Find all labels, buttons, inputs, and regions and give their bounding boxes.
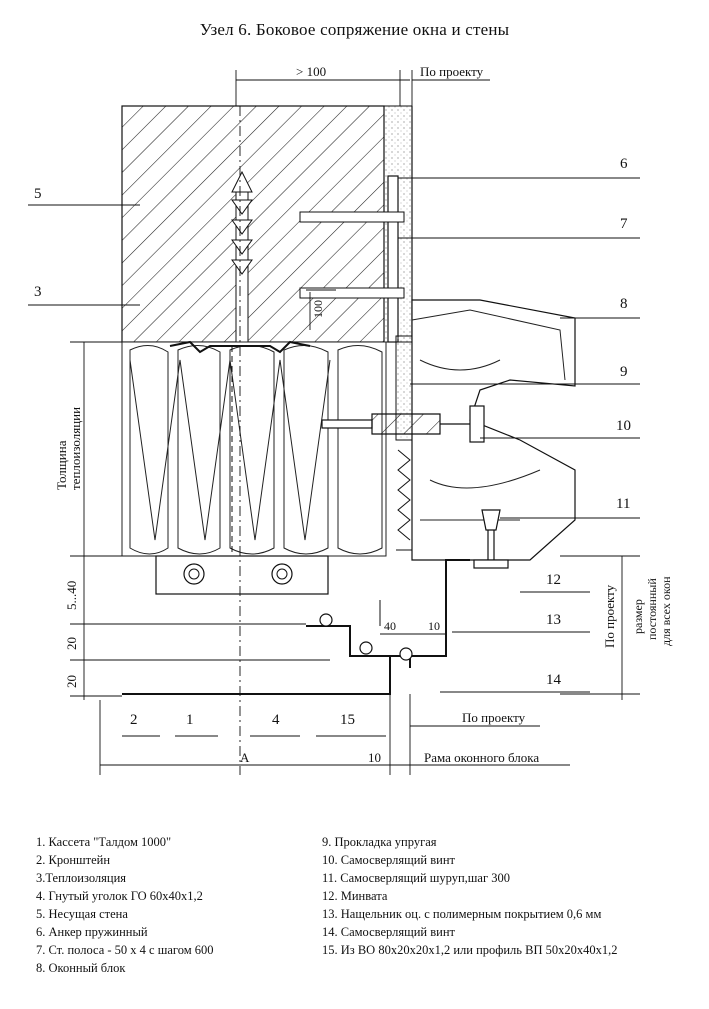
callout-leaders <box>28 177 640 737</box>
legend-item: 13. Нащельник оц. с полимерным покрытием… <box>322 907 602 921</box>
dim-size-1: размер <box>631 599 645 634</box>
callout-1: 1 <box>186 712 194 728</box>
callout-2: 2 <box>130 712 138 728</box>
steel-strip <box>299 175 405 343</box>
dimension-lines <box>70 70 640 775</box>
callout-10: 10 <box>616 418 631 434</box>
callout-9: 9 <box>620 364 628 380</box>
legend-item: 9. Прокладка упругая <box>322 835 437 849</box>
dim-10a: 10 <box>428 619 440 633</box>
dim-5-40: 5...40 <box>64 581 79 610</box>
dim-po-proektu-bottom: По проекту <box>462 710 526 725</box>
dim-gt100: > 100 <box>296 64 326 79</box>
legend-item: 10. Самосверлящий винт <box>322 853 455 867</box>
dim-thickness-1: Толщина <box>54 440 69 490</box>
dim-po-proektu-top: По проекту <box>420 64 484 79</box>
dim-20b: 20 <box>64 675 79 688</box>
legend-item: 2. Кронштейн <box>36 853 111 867</box>
legend-item: 15. Из ВО 80х20х20х1,2 или профиль ВП 50… <box>322 943 618 957</box>
callout-15: 15 <box>340 712 355 728</box>
legend-item: 6. Анкер пружинный <box>36 925 148 939</box>
callout-5: 5 <box>34 186 42 202</box>
bearing-wall <box>121 105 413 343</box>
legend-item: 1. Кассета "Талдом 1000" <box>36 835 172 849</box>
callout-6: 6 <box>620 156 628 172</box>
legend-left: 1. Кассета "Талдом 1000" 2. Кронштейн 3.… <box>36 833 214 977</box>
legend-item: 7. Ст. полоса - 50 х 4 с шагом 600 <box>36 943 214 957</box>
legend-item: 8. Оконный блок <box>36 961 126 975</box>
callout-8: 8 <box>620 296 628 312</box>
self-drilling-screws <box>321 405 509 569</box>
dim-size-2: постоянный <box>645 578 659 640</box>
callout-13: 13 <box>546 612 561 628</box>
drawing-title: Узел 6. Боковое сопряжение окна и стены <box>199 20 510 39</box>
dim-thickness-2: теплоизоляции <box>68 407 83 490</box>
flashing-profile <box>122 559 470 695</box>
thermal-insulation <box>121 341 387 557</box>
callout-12: 12 <box>546 572 561 588</box>
callout-11: 11 <box>616 496 630 512</box>
callout-4: 4 <box>272 712 280 728</box>
dim-po-proektu-right: По проекту <box>602 584 617 648</box>
legend-right: 9. Прокладка упругая 10. Самосверлящий в… <box>322 833 617 959</box>
dim-100: 100 <box>311 300 325 318</box>
legend-item: 12. Минвата <box>322 889 388 903</box>
dim-20a: 20 <box>64 637 79 650</box>
legend-item: 5. Несущая стена <box>36 907 128 921</box>
technical-drawing: > 100 По проекту Толщина теплоизоляции 5… <box>28 64 673 775</box>
callout-3: 3 <box>34 284 42 300</box>
dim-10b: 10 <box>368 750 381 765</box>
callout-7: 7 <box>620 216 628 232</box>
legend-item: 4. Гнутый уголок ГО 60х40х1,2 <box>36 889 203 903</box>
dim-a: A <box>240 750 250 765</box>
legend-item: 3.Теплоизоляция <box>36 871 127 885</box>
legend-item: 14. Самосверлящий винт <box>322 925 455 939</box>
dim-40: 40 <box>384 619 396 633</box>
legend-item: 11. Самосверлящий шуруп,шаг 300 <box>322 871 510 885</box>
callout-14: 14 <box>546 672 562 688</box>
dim-size-3: для всех окон <box>659 576 673 646</box>
dim-rama: Рама оконного блока <box>424 750 539 765</box>
